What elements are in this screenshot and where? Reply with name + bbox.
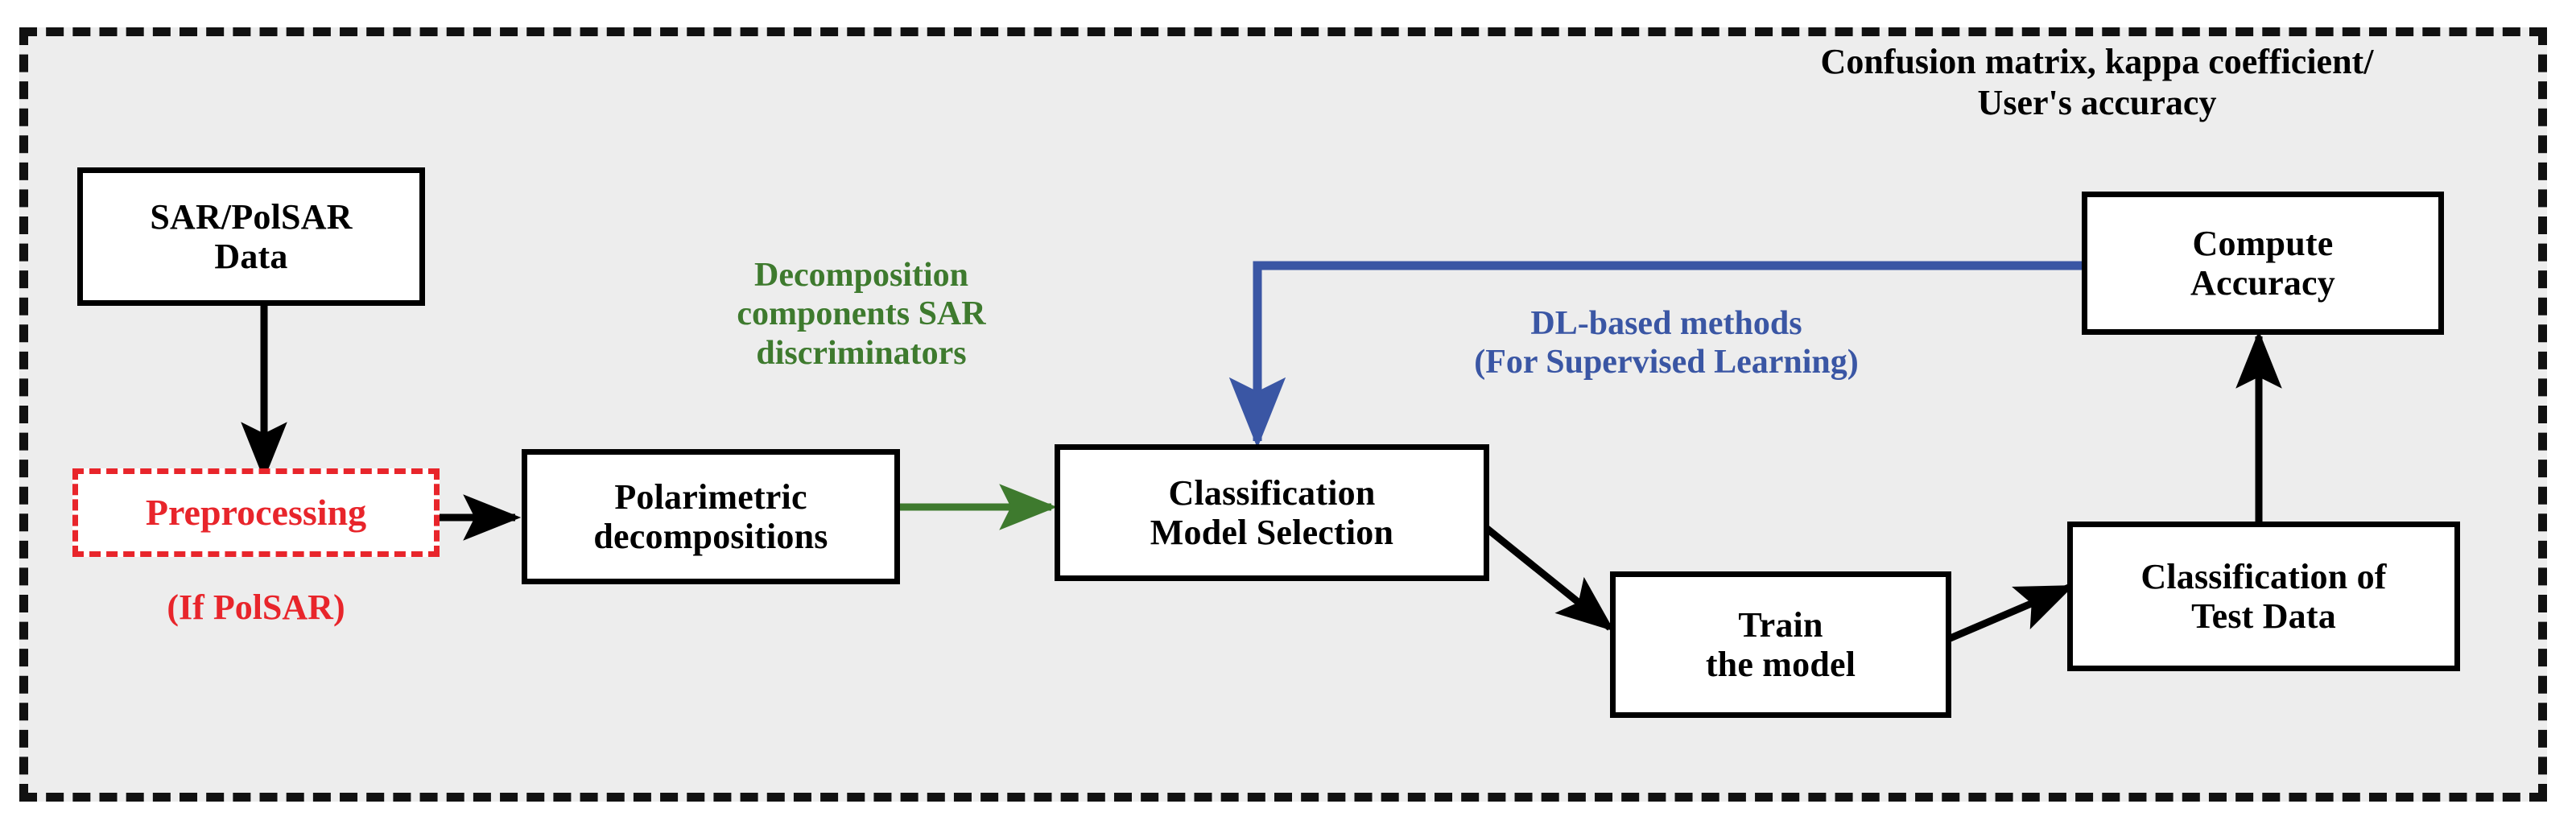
node-classification-of-test-data-label: Classification of Test Data [2140, 556, 2387, 636]
node-classification-model-selection-label: Classification Model Selection [1150, 472, 1394, 552]
node-compute-accuracy-label: Compute Accuracy [2190, 223, 2335, 303]
node-train-the-model-label: Train the model [1705, 604, 1856, 684]
node-polarimetric-decompositions[interactable]: Polarimetric decompositions [522, 449, 900, 584]
node-sar-polsar-data[interactable]: SAR/PolSAR Data [77, 167, 425, 306]
node-sar-polsar-data-label: SAR/PolSAR Data [150, 196, 353, 276]
node-compute-accuracy[interactable]: Compute Accuracy [2082, 192, 2444, 335]
node-classification-model-selection[interactable]: Classification Model Selection [1055, 444, 1489, 581]
node-classification-of-test-data[interactable]: Classification of Test Data [2067, 522, 2460, 671]
label-dl-based-methods: DL-based methods (For Supervised Learnin… [1474, 305, 1859, 381]
label-if-polsar: (If PolSAR) [167, 588, 345, 627]
outer-dashed-container [19, 27, 2547, 802]
label-decomposition-components: Decomposition components SAR discriminat… [737, 257, 986, 372]
node-preprocessing[interactable]: Preprocessing [72, 468, 440, 557]
node-preprocessing-label: Preprocessing [145, 491, 367, 533]
node-train-the-model[interactable]: Train the model [1610, 571, 1951, 718]
node-polarimetric-decompositions-label: Polarimetric decompositions [593, 476, 828, 556]
accuracy-metrics-note: Confusion matrix, kappa coefficient/ Use… [1820, 42, 2374, 122]
